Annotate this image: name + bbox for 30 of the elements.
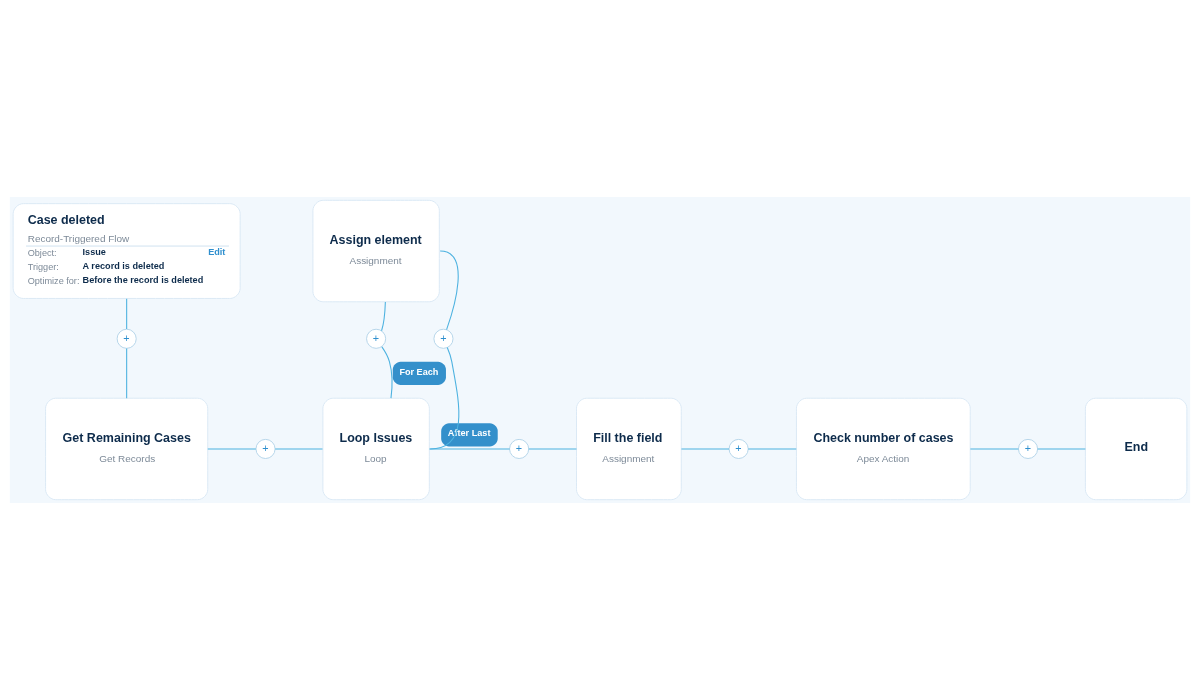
node-circle: +	[728, 438, 749, 459]
connector	[274, 448, 324, 450]
node-box: Case deleted Record-Triggered Flow Object: Issue Edit Trigger: A record is deleted Optimize for: Before the record is deleted	[12, 203, 241, 299]
node-box: End	[1084, 397, 1188, 501]
connector	[207, 448, 257, 450]
connector	[381, 301, 386, 332]
node-box: Assign element Assignment	[312, 199, 440, 303]
node-circle: +	[509, 438, 530, 459]
connector	[126, 347, 128, 399]
connector	[680, 448, 730, 450]
connector	[528, 448, 578, 450]
connector	[439, 250, 459, 331]
edge-label: For Each	[399, 366, 439, 377]
connector	[747, 448, 797, 450]
edge-label: After Last	[447, 428, 491, 439]
node-box: Loop Issues Loop	[322, 397, 430, 501]
node-box: Get Remaining Cases Get Records	[45, 397, 209, 501]
node-circle: +	[366, 328, 387, 349]
connector	[428, 448, 511, 450]
node-circle: +	[1017, 438, 1039, 459]
node-circle: +	[255, 438, 276, 459]
connector	[1037, 448, 1086, 450]
node-circle: +	[116, 328, 137, 349]
node-box: Fill the field Assignment	[576, 397, 682, 501]
connector	[969, 448, 1019, 450]
connector	[381, 346, 393, 399]
node-circle: +	[433, 328, 454, 349]
connector	[429, 347, 460, 450]
connector	[126, 298, 128, 330]
node-box: Check number of cases Apex Action	[795, 397, 971, 501]
